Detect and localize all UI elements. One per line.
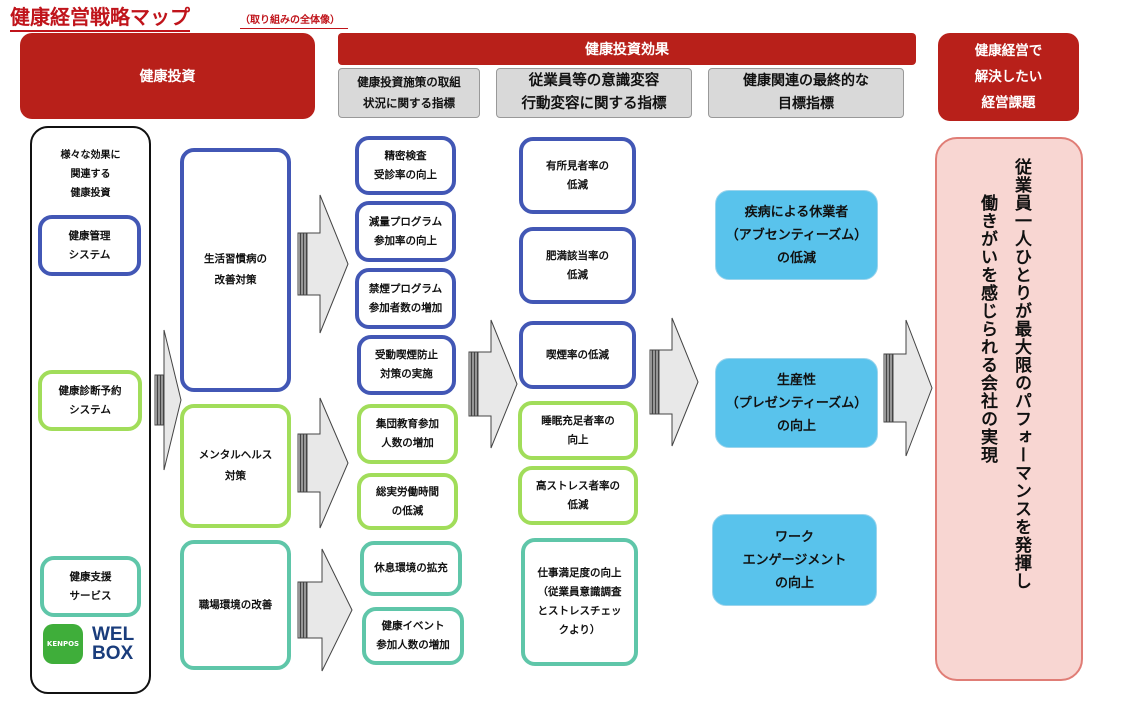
header-effect-col3: 健康関連の最終的な 目標指標 bbox=[708, 68, 904, 118]
system-line1: 健康支援 bbox=[69, 570, 112, 583]
health-support-service: 健康支援 サービス bbox=[40, 556, 141, 617]
arrow-right-icon bbox=[297, 548, 353, 672]
header-issue: 健康経営で 解決したい 経営課題 bbox=[938, 33, 1079, 121]
kenpos-logo: KENPOS bbox=[43, 624, 83, 664]
management-issue-line2: 働きがいを感じられる会社の実現 bbox=[977, 194, 997, 464]
system-line1: 健康管理 bbox=[68, 229, 111, 242]
header-effect-col2-line1: 従業員等の意識変容 bbox=[528, 73, 660, 89]
header-effect-col1-line1: 健康投資施策の取組 bbox=[357, 75, 461, 89]
arrow-right-icon bbox=[154, 329, 182, 471]
arrow-right-icon bbox=[297, 397, 349, 529]
indicator-secondhand-smoke: 受動喫煙防止 対策の実施 bbox=[357, 335, 456, 395]
header-issue-line3: 経営課題 bbox=[981, 95, 1036, 111]
header-issue-line2: 解決したい bbox=[974, 69, 1043, 85]
arrow-right-icon bbox=[649, 317, 699, 447]
welbox-logo: WEL BOX bbox=[92, 625, 140, 665]
system-line1: 健康診断予約 bbox=[58, 384, 122, 397]
arrow-right-icon bbox=[297, 194, 349, 334]
indicator-detailed-exam: 精密検査 受診率の向上 bbox=[355, 136, 456, 195]
header-effect-col1: 健康投資施策の取組 状況に関する指標 bbox=[338, 68, 480, 118]
arrow-right-icon bbox=[883, 319, 933, 457]
panel-heading-line2: 関連する bbox=[70, 169, 111, 180]
system-line2: システム bbox=[69, 403, 111, 416]
indicator-job-satisfaction: 仕事満足度の向上 （従業員意識調査 とストレスチェッ クより） bbox=[521, 538, 638, 666]
header-effect-col2-line2: 行動変容に関する指標 bbox=[521, 96, 667, 112]
system-line2: システム bbox=[68, 248, 111, 261]
management-issue-box bbox=[935, 137, 1083, 681]
indicator-quit-smoking-program: 禁煙プログラム 参加者数の増加 bbox=[355, 268, 456, 329]
indicator-abnormal-findings: 有所見者率の 低減 bbox=[519, 137, 636, 214]
header-effect-col1-line2: 状況に関する指標 bbox=[363, 96, 455, 110]
welbox-logo-line1: WEL bbox=[92, 624, 135, 645]
header-effect-col2: 従業員等の意識変容 行動変容に関する指標 bbox=[496, 68, 692, 118]
indicator-high-stress: 高ストレス者率の 低減 bbox=[518, 466, 638, 525]
measure-lifestyle-disease: 生活習慣病の 改善対策 bbox=[180, 148, 291, 392]
indicator-weight-program: 減量プログラム 参加率の向上 bbox=[355, 201, 456, 262]
indicator-smoking-rate: 喫煙率の低減 bbox=[519, 321, 636, 389]
goal-absenteeism: 疾病による休業者 （アブセンティーズム） の低減 bbox=[715, 190, 878, 280]
measure-workplace-environment: 職場環境の改善 bbox=[180, 540, 291, 670]
investment-panel-heading: 様々な効果に 関連する 健康投資 bbox=[34, 146, 147, 203]
panel-heading-line3: 健康投資 bbox=[70, 188, 111, 199]
system-line2: サービス bbox=[69, 589, 112, 602]
indicator-group-education: 集団教育参加 人数の増加 bbox=[357, 404, 458, 464]
arrow-right-icon bbox=[468, 319, 518, 449]
header-effect: 健康投資効果 bbox=[338, 33, 916, 65]
management-issue-text: 従業員一人ひとりが最大限のパフォーマンスを発揮し働きがいを感じられる会社の実現 bbox=[970, 158, 1038, 678]
header-effect-col3-line2: 目標指標 bbox=[778, 96, 834, 112]
page-title: 健康経営戦略マップ bbox=[10, 4, 190, 32]
header-effect-col3-line1: 健康関連の最終的な bbox=[743, 73, 869, 89]
header-investment: 健康投資 bbox=[20, 33, 315, 119]
indicator-rest-environment: 休息環境の拡充 bbox=[360, 541, 462, 596]
system-health-management: 健康管理 システム bbox=[38, 215, 141, 276]
header-issue-line1: 健康経営で bbox=[974, 43, 1043, 59]
indicator-obesity-rate: 肥満該当率の 低減 bbox=[519, 227, 636, 304]
indicator-working-hours: 総実労働時間 の低減 bbox=[357, 473, 458, 530]
kenpos-logo-text: KENPOS bbox=[46, 640, 80, 648]
panel-heading-line1: 様々な効果に bbox=[60, 150, 121, 161]
indicator-health-event: 健康イベント 参加人数の増加 bbox=[362, 607, 464, 665]
system-checkup-booking: 健康診断予約 システム bbox=[38, 370, 142, 431]
goal-work-engagement: ワーク エンゲージメント の向上 bbox=[712, 514, 877, 606]
welbox-logo-line2: BOX bbox=[92, 643, 134, 664]
goal-presenteeism: 生産性 （プレゼンティーズム） の向上 bbox=[715, 358, 878, 448]
management-issue-line1: 従業員一人ひとりが最大限のパフォーマンスを発揮し bbox=[1011, 158, 1031, 590]
indicator-sleep: 睡眠充足者率の 向上 bbox=[518, 401, 638, 460]
measure-mental-health: メンタルヘルス 対策 bbox=[180, 404, 291, 528]
page-subtitle: （取り組みの全体像） bbox=[240, 14, 348, 29]
